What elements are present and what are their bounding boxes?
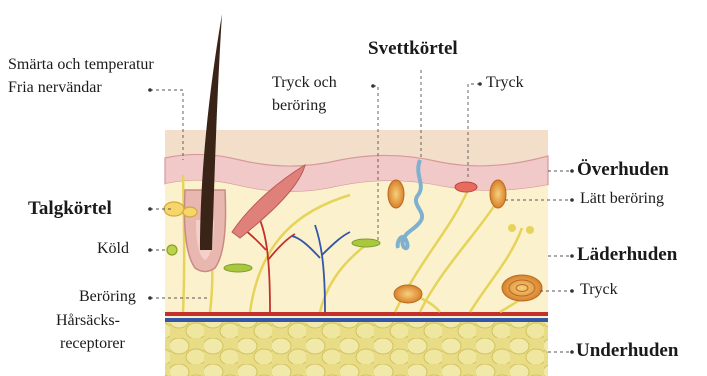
label-sweat-gland: Svettkörtel xyxy=(368,38,458,60)
label-cold: Köld xyxy=(97,240,129,258)
label-pressure-touch-line1: Tryck och xyxy=(272,74,337,92)
label-follicle-line2: receptorer xyxy=(60,335,125,353)
label-free-nerve-endings: Fria nervändar xyxy=(8,79,102,97)
label-pain-temperature: Smärta och temperatur xyxy=(8,56,154,74)
label-light-touch: Lätt beröring xyxy=(580,190,664,208)
label-hypodermis: Underhuden xyxy=(576,340,678,362)
label-pressure-bottom: Tryck xyxy=(580,281,618,299)
hypodermis-layer xyxy=(165,318,548,376)
label-dermis: Läderhuden xyxy=(577,244,677,266)
merkel-disc xyxy=(455,182,477,192)
label-pressure-touch-line2: beröring xyxy=(272,97,326,115)
label-epidermis: Överhuden xyxy=(577,159,669,181)
label-sebaceous-gland: Talgkörtel xyxy=(28,198,112,220)
cold-receptor xyxy=(167,245,177,255)
label-touch: Beröring xyxy=(79,288,136,306)
label-follicle-line1: Hårsäcks- xyxy=(56,312,120,330)
label-pressure-top: Tryck xyxy=(486,74,524,92)
